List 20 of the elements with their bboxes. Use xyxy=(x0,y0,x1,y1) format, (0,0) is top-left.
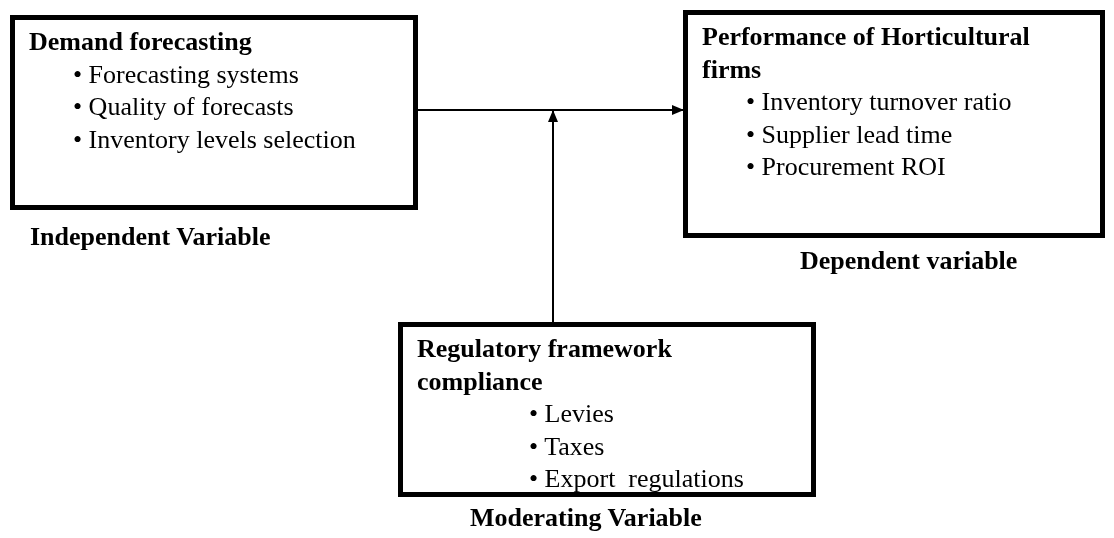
box-heading: Demand forecasting xyxy=(29,26,253,58)
bullet-item: • Quality of forecasts xyxy=(73,91,295,123)
bullet-item: • Inventory levels selection xyxy=(73,123,357,156)
bullet-item: • Levies xyxy=(529,398,615,430)
box-heading: Performance of Horticultural firms xyxy=(702,21,1031,86)
bullet-item: • Taxes xyxy=(529,430,606,463)
variable-box xyxy=(10,15,418,210)
arrow xyxy=(548,110,558,323)
variable-box xyxy=(398,322,816,497)
box-heading: Regulatory framework compliance xyxy=(417,333,673,398)
variable-caption: Independent Variable xyxy=(30,222,271,252)
bullet-item: • Export regulations xyxy=(529,463,745,495)
bullet-item: • Supplier lead time xyxy=(746,118,954,151)
bullet-item: • Inventory turnover ratio xyxy=(746,86,1013,118)
variable-caption: Dependent variable xyxy=(800,246,1018,276)
arrow xyxy=(417,105,684,115)
bullet-item: • Forecasting systems xyxy=(73,58,300,91)
variable-caption: Moderating Variable xyxy=(470,503,702,533)
bullet-item: • Procurement ROI xyxy=(746,151,947,183)
variable-box xyxy=(683,10,1105,238)
